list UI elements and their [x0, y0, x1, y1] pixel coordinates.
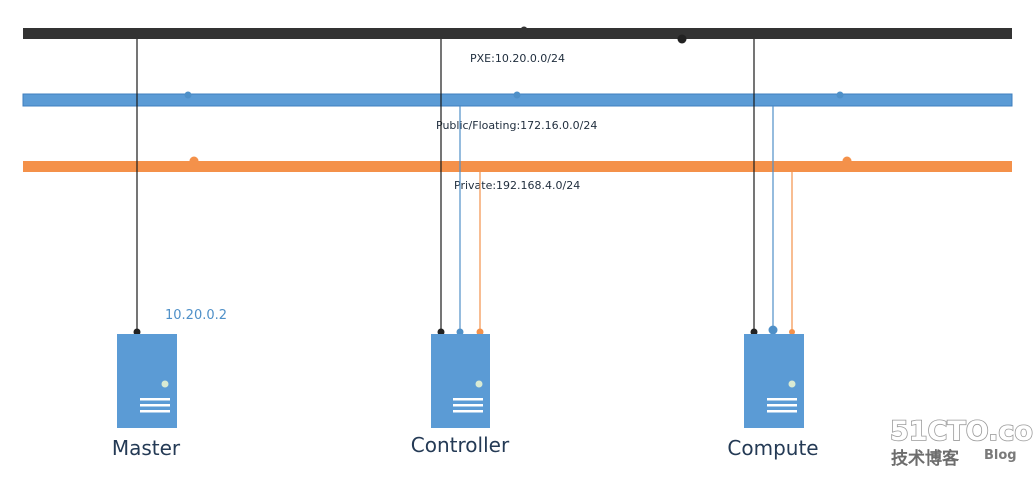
public-bus-dot — [836, 91, 844, 99]
master-label: Master — [112, 436, 181, 460]
controller-private-port — [476, 328, 484, 336]
compute-private-port — [789, 329, 795, 335]
controller-public-port — [456, 328, 464, 336]
private-network-label: Private:192.168.4.0/24 — [454, 179, 580, 192]
pxe-network-bus — [23, 28, 1012, 39]
master-pxe-port — [133, 328, 141, 336]
compute-label: Compute — [727, 436, 818, 460]
private-bus-dot — [189, 156, 199, 166]
watermark-sub-text: 技术博客 — [891, 448, 960, 469]
controller-pxe-port — [437, 328, 445, 336]
private-network-bus — [23, 161, 1012, 172]
compute-server-icon — [744, 334, 804, 428]
pxe-bus-dot — [677, 34, 687, 44]
watermark-logo: 51CTO.com 技术博客 Blog — [889, 415, 1034, 469]
master-server-icon — [117, 334, 177, 428]
pxe-bus-dot — [520, 26, 528, 34]
public-bus-dot — [513, 91, 521, 99]
controller-server-icon — [431, 334, 490, 428]
compute-public-port — [768, 325, 778, 335]
watermark-blog-text: Blog — [984, 448, 1017, 463]
master-ip-label: 10.20.0.2 — [165, 308, 227, 323]
compute-pxe-port — [750, 328, 758, 336]
private-bus-dot — [842, 156, 852, 166]
watermark-main-text: 51CTO.com — [890, 416, 1034, 447]
public-network-label: Public/Floating:172.16.0.0/24 — [436, 119, 597, 132]
controller-label: Controller — [411, 433, 510, 457]
pxe-network-label: PXE:10.20.0.0/24 — [470, 52, 565, 65]
public-bus-dot — [184, 91, 192, 99]
